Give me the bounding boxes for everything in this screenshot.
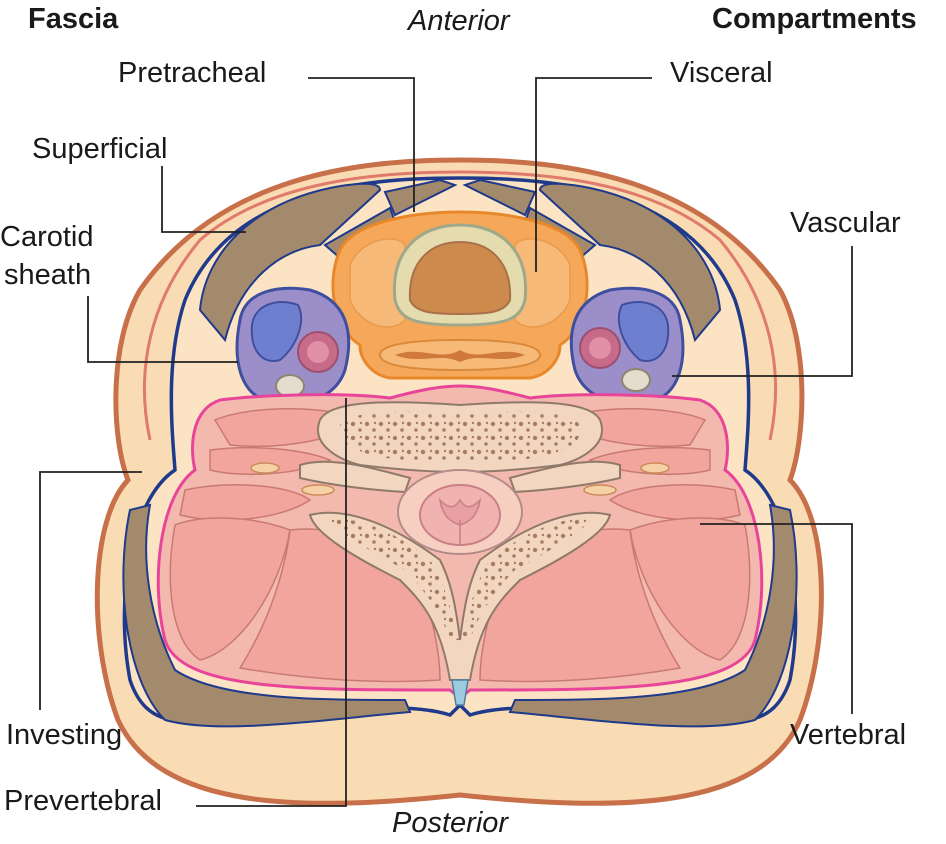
left-scm-muscle [198, 182, 382, 343]
superficial-label: Superficial [32, 133, 168, 165]
vertebral-leader [700, 523, 853, 714]
right-trapezius-muscle [508, 503, 798, 728]
left-trapezius-muscle [122, 503, 412, 728]
investing-leader [39, 471, 142, 710]
cervical-nerves [250, 462, 670, 496]
leader-lines [39, 77, 853, 807]
anterior-label: Anterior [408, 5, 510, 37]
right-internal-jugular-vein [617, 301, 670, 362]
posterior-label: Posterior [392, 807, 509, 839]
carotid-sheath-leader [87, 296, 238, 363]
trachea-lumen [408, 240, 512, 316]
spinal-gray-matter [438, 497, 482, 526]
prevertebral-label: Prevertebral [4, 785, 162, 817]
investing-label: Investing [6, 719, 123, 751]
visceral-label: Visceral [670, 57, 773, 89]
prevertebral-leader [196, 398, 347, 807]
carotid-sheath-label-line2: sheath [4, 259, 92, 291]
fascia-heading: Fascia [28, 3, 119, 35]
right-strap-muscle [462, 178, 537, 217]
right-scm-muscle [538, 182, 722, 343]
compartments-heading: Compartments [712, 3, 917, 35]
carotid-sheath-label-line1: Carotid [0, 221, 94, 253]
visceral-leader [535, 77, 652, 272]
esophagus-lumen [395, 350, 525, 362]
left-strap-muscle [383, 178, 458, 217]
right-vagus-nerve [621, 368, 651, 392]
pretracheal-leader [308, 77, 415, 212]
left-internal-jugular-vein [250, 301, 303, 362]
vertebral-label: Vertebral [790, 719, 907, 751]
pretracheal-label: Pretracheal [118, 57, 267, 89]
vertebral-lamina-bone [330, 519, 590, 640]
vascular-label: Vascular [790, 207, 901, 239]
superficial-leader [161, 166, 246, 233]
vascular-leader [672, 246, 853, 377]
superficial-fascia-line [142, 170, 778, 441]
vertebral-body-bone [339, 411, 581, 463]
nuchal-ligament [451, 679, 469, 706]
